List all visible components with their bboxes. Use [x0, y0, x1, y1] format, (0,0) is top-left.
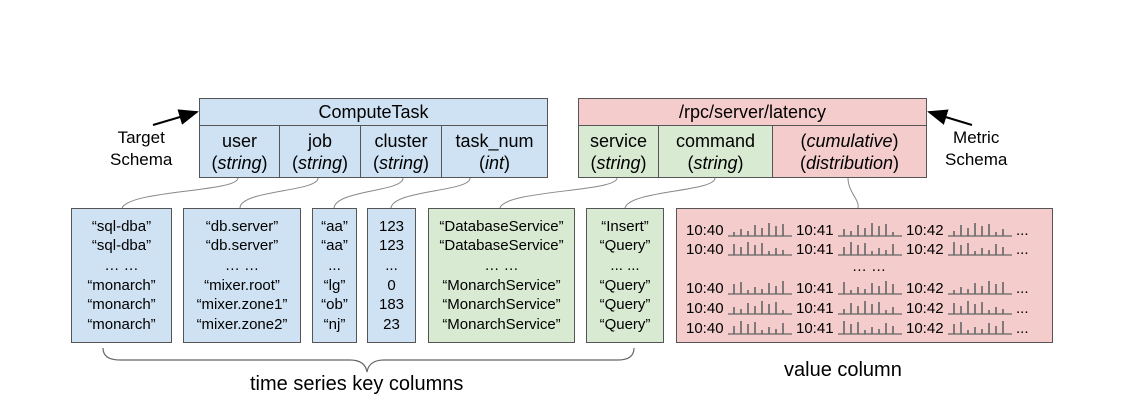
- timestamp: 10:40: [686, 241, 724, 259]
- distribution-glyph: [728, 222, 792, 237]
- timestamp: 10:40: [686, 299, 724, 317]
- timestamp: 10:41: [796, 241, 834, 259]
- distribution-glyph: [838, 222, 902, 237]
- distribution-glyph: [948, 222, 1012, 237]
- distribution-glyph: [728, 320, 792, 335]
- value-row: 10:40 10:41 10:42...: [686, 297, 1052, 317]
- trailing-ellipsis: ...: [1016, 280, 1029, 298]
- distribution-glyph: [948, 300, 1012, 315]
- timestamp: 10:41: [796, 280, 834, 298]
- distribution-glyph: [838, 320, 902, 335]
- timestamp: 10:42: [906, 319, 944, 337]
- metric-arrow: [927, 109, 973, 126]
- field-cluster: cluster(string): [360, 125, 442, 178]
- distribution-glyph: [838, 242, 902, 256]
- job-column: “db.server”“db.server”… … “mixer.root”“m…: [183, 208, 301, 343]
- value-gap-ellipsis: … …: [851, 258, 887, 276]
- distribution-glyph: [948, 242, 1012, 256]
- timestamp: 10:41: [796, 221, 834, 239]
- trailing-ellipsis: ...: [1016, 221, 1029, 239]
- timestamp: 10:42: [906, 299, 944, 317]
- field-command: command(string): [658, 125, 773, 178]
- field-user: user(string): [199, 125, 280, 178]
- value-row: 10:40 10:41 10:42...: [686, 239, 1052, 259]
- value-row: 10:40 10:41 10:42...: [686, 317, 1052, 337]
- user-column: “sql-dba”“sql-dba”… … “monarch”“monarch”…: [71, 208, 172, 343]
- key-columns-label: time series key columns: [250, 373, 464, 395]
- value-column-label: value column: [784, 359, 902, 381]
- field-value: (cumulative)(distribution): [772, 125, 927, 178]
- target-schema-header: ComputeTask: [199, 98, 548, 126]
- distribution-glyph: [838, 300, 902, 315]
- distribution-glyph: [948, 281, 1012, 295]
- field-job: job(string): [279, 125, 361, 178]
- key-columns-brace: [102, 347, 635, 373]
- trailing-ellipsis: ...: [1016, 241, 1029, 259]
- timestamp: 10:42: [906, 241, 944, 259]
- distribution-glyph: [838, 281, 902, 295]
- timestamp: 10:42: [906, 280, 944, 298]
- timestamp: 10:41: [796, 299, 834, 317]
- timestamp: 10:40: [686, 280, 724, 298]
- timestamp: 10:40: [686, 221, 724, 239]
- cluster-column: “aa”“aa”... “lg”“ob”“nj”: [312, 208, 357, 343]
- distribution-glyph: [728, 242, 792, 256]
- timestamp: 10:40: [686, 319, 724, 337]
- field-service: service(string): [578, 125, 659, 178]
- target-arrow: [152, 109, 199, 126]
- metric-schema-header: /rpc/server/latency: [578, 98, 927, 126]
- field-task-num: task_num(int): [441, 125, 548, 178]
- timestamp: 10:42: [906, 221, 944, 239]
- value-row: 10:40 10:41 10:42...: [686, 278, 1052, 298]
- trailing-ellipsis: ...: [1016, 299, 1029, 317]
- service-column: “DatabaseService”“DatabaseService”… … “M…: [428, 208, 575, 343]
- trailing-ellipsis: ...: [1016, 319, 1029, 337]
- distribution-glyph: [728, 300, 792, 315]
- timestamp: 10:41: [796, 319, 834, 337]
- distribution-glyph: [728, 281, 792, 295]
- distribution-glyph: [948, 320, 1012, 335]
- command-column: “Insert”“Query”... ... “Query”“Query”“Qu…: [586, 208, 664, 343]
- value-row: 10:40 10:41 10:42...: [686, 219, 1052, 239]
